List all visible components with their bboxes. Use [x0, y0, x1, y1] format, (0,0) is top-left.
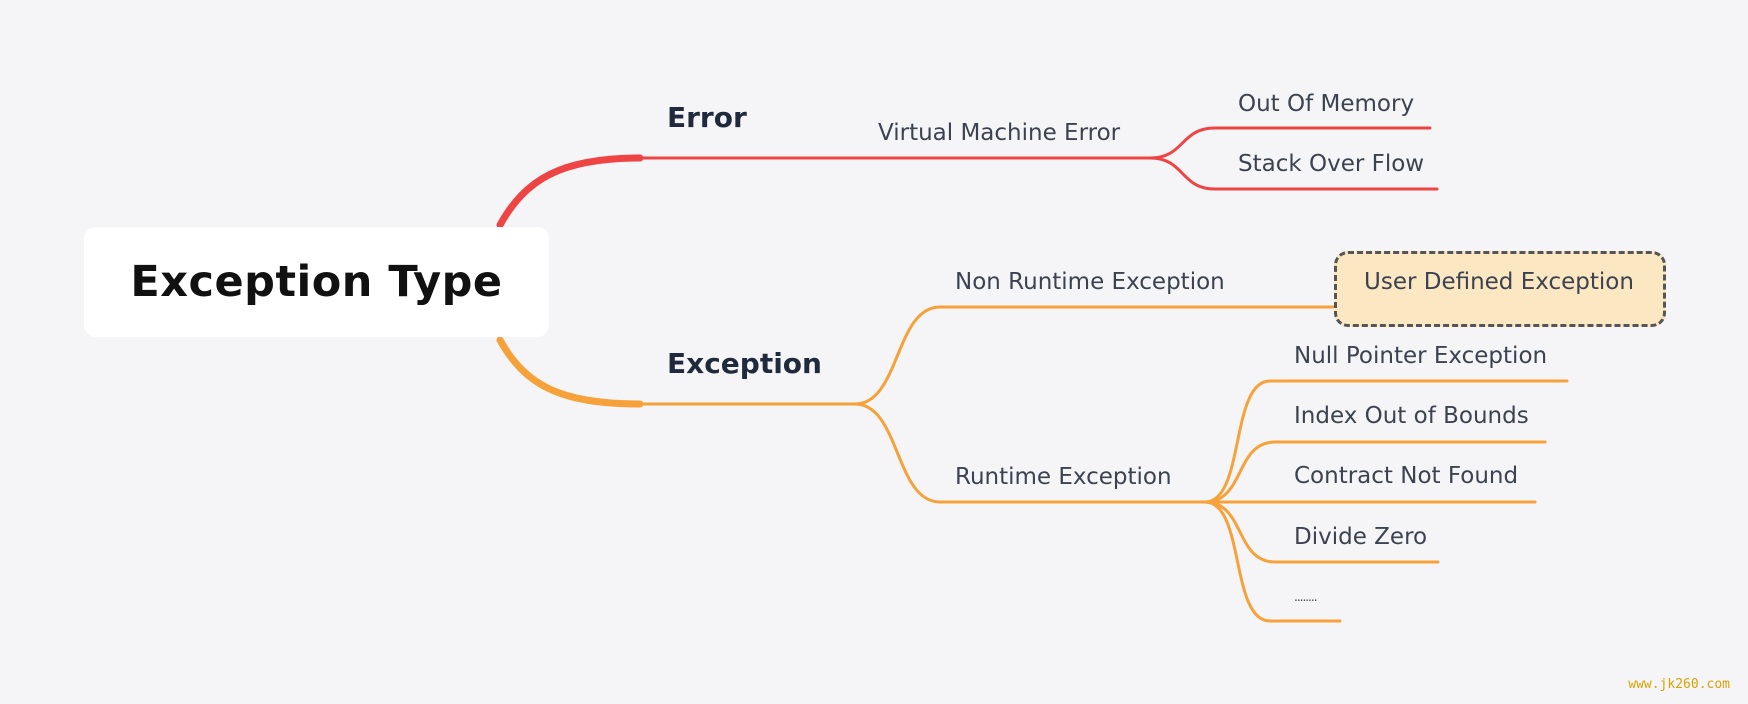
node-index-out-of-bounds[interactable]: Index Out of Bounds [1294, 403, 1529, 429]
connector-root-error [496, 154, 644, 229]
node-runtime-exception[interactable]: Runtime Exception [955, 464, 1172, 490]
node-contract-not-found[interactable]: Contract Not Found [1294, 463, 1519, 489]
node-null-pointer-exception[interactable]: Null Pointer Exception [1294, 343, 1548, 369]
node-exception[interactable]: Exception [667, 347, 822, 380]
connector-runtime-divide [1203, 500, 1440, 564]
node-user-defined-exception[interactable]: User Defined Exception [1364, 269, 1634, 295]
root-node[interactable]: Exception Type [84, 227, 549, 337]
node-out-of-memory[interactable]: Out Of Memory [1238, 91, 1415, 117]
connector-root-exception [496, 336, 644, 408]
node-divide-zero[interactable]: Divide Zero [1294, 524, 1428, 550]
connector-runtime-more [1203, 500, 1342, 623]
connector-exception-nonruntime [853, 305, 1336, 406]
connector-vme-out-of-memory [1148, 126, 1432, 160]
node-more-ellipsis[interactable]: ........ [1294, 590, 1317, 604]
connector-runtime-index [1203, 440, 1547, 504]
node-virtual-machine-error[interactable]: Virtual Machine Error [878, 120, 1121, 146]
node-stack-over-flow[interactable]: Stack Over Flow [1238, 151, 1425, 177]
connector-runtime-null [1203, 379, 1569, 504]
highlight-box [1334, 251, 1666, 327]
node-non-runtime-exception[interactable]: Non Runtime Exception [955, 269, 1225, 295]
root-title: Exception Type [130, 257, 503, 307]
node-error[interactable]: Error [667, 101, 747, 134]
watermark: www.jk260.com [1628, 677, 1730, 692]
connector-vme-stack-over-flow [1148, 156, 1439, 191]
connector-exception-runtime [853, 402, 1207, 504]
